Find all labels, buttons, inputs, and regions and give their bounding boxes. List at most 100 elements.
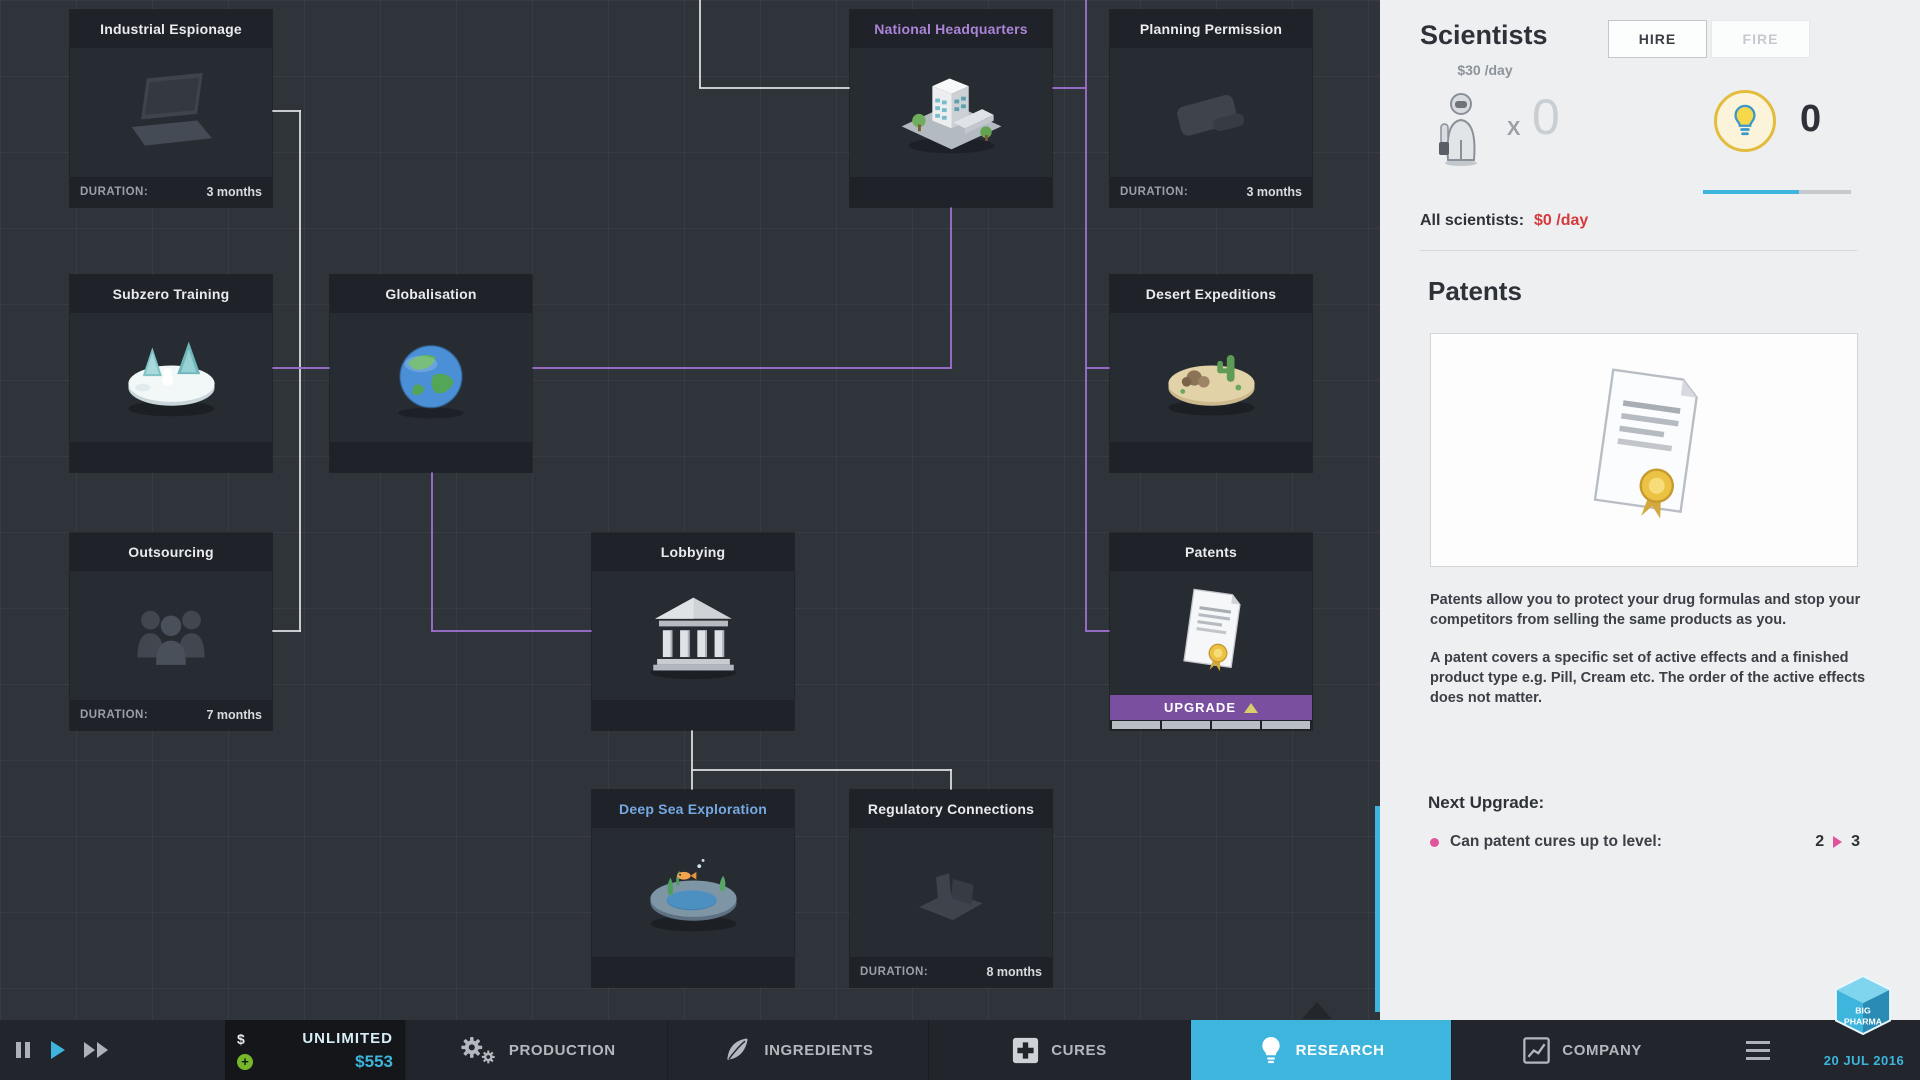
tech-node-header: Globalisation [330, 275, 532, 313]
hire-button[interactable]: HIRE [1608, 20, 1707, 58]
connection-line [691, 769, 952, 771]
tech-node-icon-area [850, 828, 1052, 957]
tech-node-footer [330, 442, 532, 472]
lightbulb-icon [1261, 1037, 1280, 1064]
scientist-capacity-bar [1703, 190, 1851, 194]
scientist-daily-rate: $30 /day [1457, 62, 1513, 78]
connection-line [1085, 0, 1087, 632]
tech-node-title: Patents [1185, 544, 1237, 560]
tech-node-desert-expeditions[interactable]: Desert Expeditions [1110, 275, 1312, 472]
play-button[interactable] [44, 1020, 72, 1080]
tech-node-deep-sea-exploration[interactable]: Deep Sea Exploration [592, 790, 794, 987]
gears-icon [461, 1036, 495, 1064]
tech-node-icon-area [1110, 571, 1312, 695]
tech-node-globalisation[interactable]: Globalisation [330, 275, 532, 472]
globe-icon [398, 344, 464, 418]
duration-value: 7 months [206, 708, 262, 722]
scientist-count: 0 [1532, 89, 1560, 145]
arctic-island-icon [127, 341, 215, 417]
patents-description-1: Patents allow you to protect your drug f… [1430, 592, 1861, 628]
panel-collapse-arrow-icon[interactable] [1302, 1002, 1332, 1019]
tech-node-outsourcing[interactable]: Outsourcing DURATION: 7 months [70, 533, 272, 730]
patent-illustration-box [1430, 333, 1858, 567]
tech-node-national-headquarters[interactable]: National Headquarters [850, 10, 1052, 207]
add-funds-icon[interactable]: + [237, 1053, 253, 1070]
upgrade-detail-text: Can patent cures up to level: [1450, 833, 1662, 850]
cross-icon [1013, 1037, 1039, 1063]
upgrade-level-to: 3 [1851, 833, 1860, 850]
duration-value: 3 months [1246, 185, 1302, 199]
tech-node-title: Globalisation [385, 286, 477, 302]
tech-node-patents[interactable]: Patents [1110, 533, 1312, 730]
headquarters-icon [901, 78, 1001, 154]
tech-node-title: Deep Sea Exploration [619, 801, 767, 817]
tech-node-planning-permission[interactable]: Planning Permission DURATION: 3 months [1110, 10, 1312, 207]
duration-label: DURATION: [1120, 186, 1189, 198]
chart-icon [1523, 1036, 1551, 1064]
connection-line [950, 207, 952, 369]
tech-node-lobbying[interactable]: Lobbying [592, 533, 794, 730]
pause-icon [16, 1042, 30, 1058]
tech-node-footer: UPGRADE [1110, 695, 1312, 730]
upgrade-button[interactable]: UPGRADE [1110, 695, 1312, 721]
tab-cures[interactable]: CURES [928, 1020, 1190, 1080]
money-panel: $ UNLIMITED + $553 [225, 1020, 405, 1080]
tech-node-header: Deep Sea Exploration [592, 790, 794, 828]
tech-node-footer [70, 442, 272, 472]
logo-text-line1: BIG [1855, 1006, 1871, 1016]
tech-node-icon-area [850, 48, 1052, 177]
upgrade-progress-segments [1110, 720, 1312, 730]
connection-line [431, 630, 592, 632]
laptop-icon [131, 72, 213, 146]
tech-node-icon-area [70, 571, 272, 700]
connection-line [272, 630, 301, 632]
tab-research[interactable]: RESEARCH [1189, 1020, 1452, 1080]
tech-node-subzero-training[interactable]: Subzero Training [70, 275, 272, 472]
game-date: 20 JUL 2016 [1823, 1053, 1905, 1068]
money-plan-label: UNLIMITED [302, 1030, 393, 1047]
tech-node-icon-area [70, 313, 272, 442]
connection-line [950, 769, 952, 790]
tech-node-footer: DURATION: 3 months [1110, 177, 1312, 207]
tech-node-header: Desert Expeditions [1110, 275, 1312, 313]
workers-icon [137, 610, 205, 665]
connection-line [699, 0, 701, 88]
connection-line [1052, 87, 1087, 89]
duration-value: 3 months [206, 185, 262, 199]
tab-company[interactable]: COMPANY [1451, 1020, 1713, 1080]
logo-cube-icon: BIG PHARMA [1834, 974, 1892, 1036]
tech-node-footer [592, 957, 794, 987]
tech-node-icon-area [592, 828, 794, 957]
research-side-panel: Scientists HIRE FIRE $30 /day X 0 0 [1380, 0, 1920, 1020]
menu-button[interactable] [1738, 1020, 1778, 1080]
permit-icon [1177, 94, 1245, 136]
fire-button[interactable]: FIRE [1711, 20, 1810, 58]
tech-node-title: Industrial Espionage [100, 21, 242, 37]
patents-heading: Patents [1428, 276, 1522, 306]
scientists-panel-title: Scientists [1420, 20, 1548, 50]
tab-production[interactable]: PRODUCTION [405, 1020, 667, 1080]
duration-label: DURATION: [860, 966, 929, 978]
pause-button[interactable] [8, 1020, 38, 1080]
research-points-count: 0 [1800, 98, 1822, 140]
tree-scrollbar[interactable] [1375, 806, 1380, 1012]
level-arrow-icon [1833, 836, 1843, 848]
research-point-badge [1714, 90, 1776, 152]
patents-description-2: A patent covers a specific set of active… [1430, 650, 1866, 706]
connection-line [1085, 630, 1110, 632]
tab-ingredients[interactable]: INGREDIENTS [666, 1020, 929, 1080]
connection-line [431, 472, 433, 632]
tech-node-industrial-espionage[interactable]: Industrial Espionage DURATION: 3 months [70, 10, 272, 207]
all-scientists-value: $0 /day [1534, 212, 1589, 229]
currency-icon: $ [237, 1030, 245, 1047]
big-pharma-logo: BIG PHARMA [1827, 974, 1899, 1043]
upgrade-detail-row: Can patent cures up to level: 2 3 [1430, 833, 1860, 851]
scientist-icon [1439, 93, 1477, 166]
tech-node-title: Planning Permission [1139, 21, 1283, 37]
research-tree: Industrial Espionage DURATION: 3 months … [0, 0, 1380, 1020]
upgrade-level-from: 2 [1815, 833, 1825, 850]
tech-node-regulatory-connections[interactable]: Regulatory Connections DURATION: 8 month… [850, 790, 1052, 987]
tab-label: CURES [1051, 1041, 1107, 1059]
fast-forward-button[interactable] [78, 1020, 114, 1080]
